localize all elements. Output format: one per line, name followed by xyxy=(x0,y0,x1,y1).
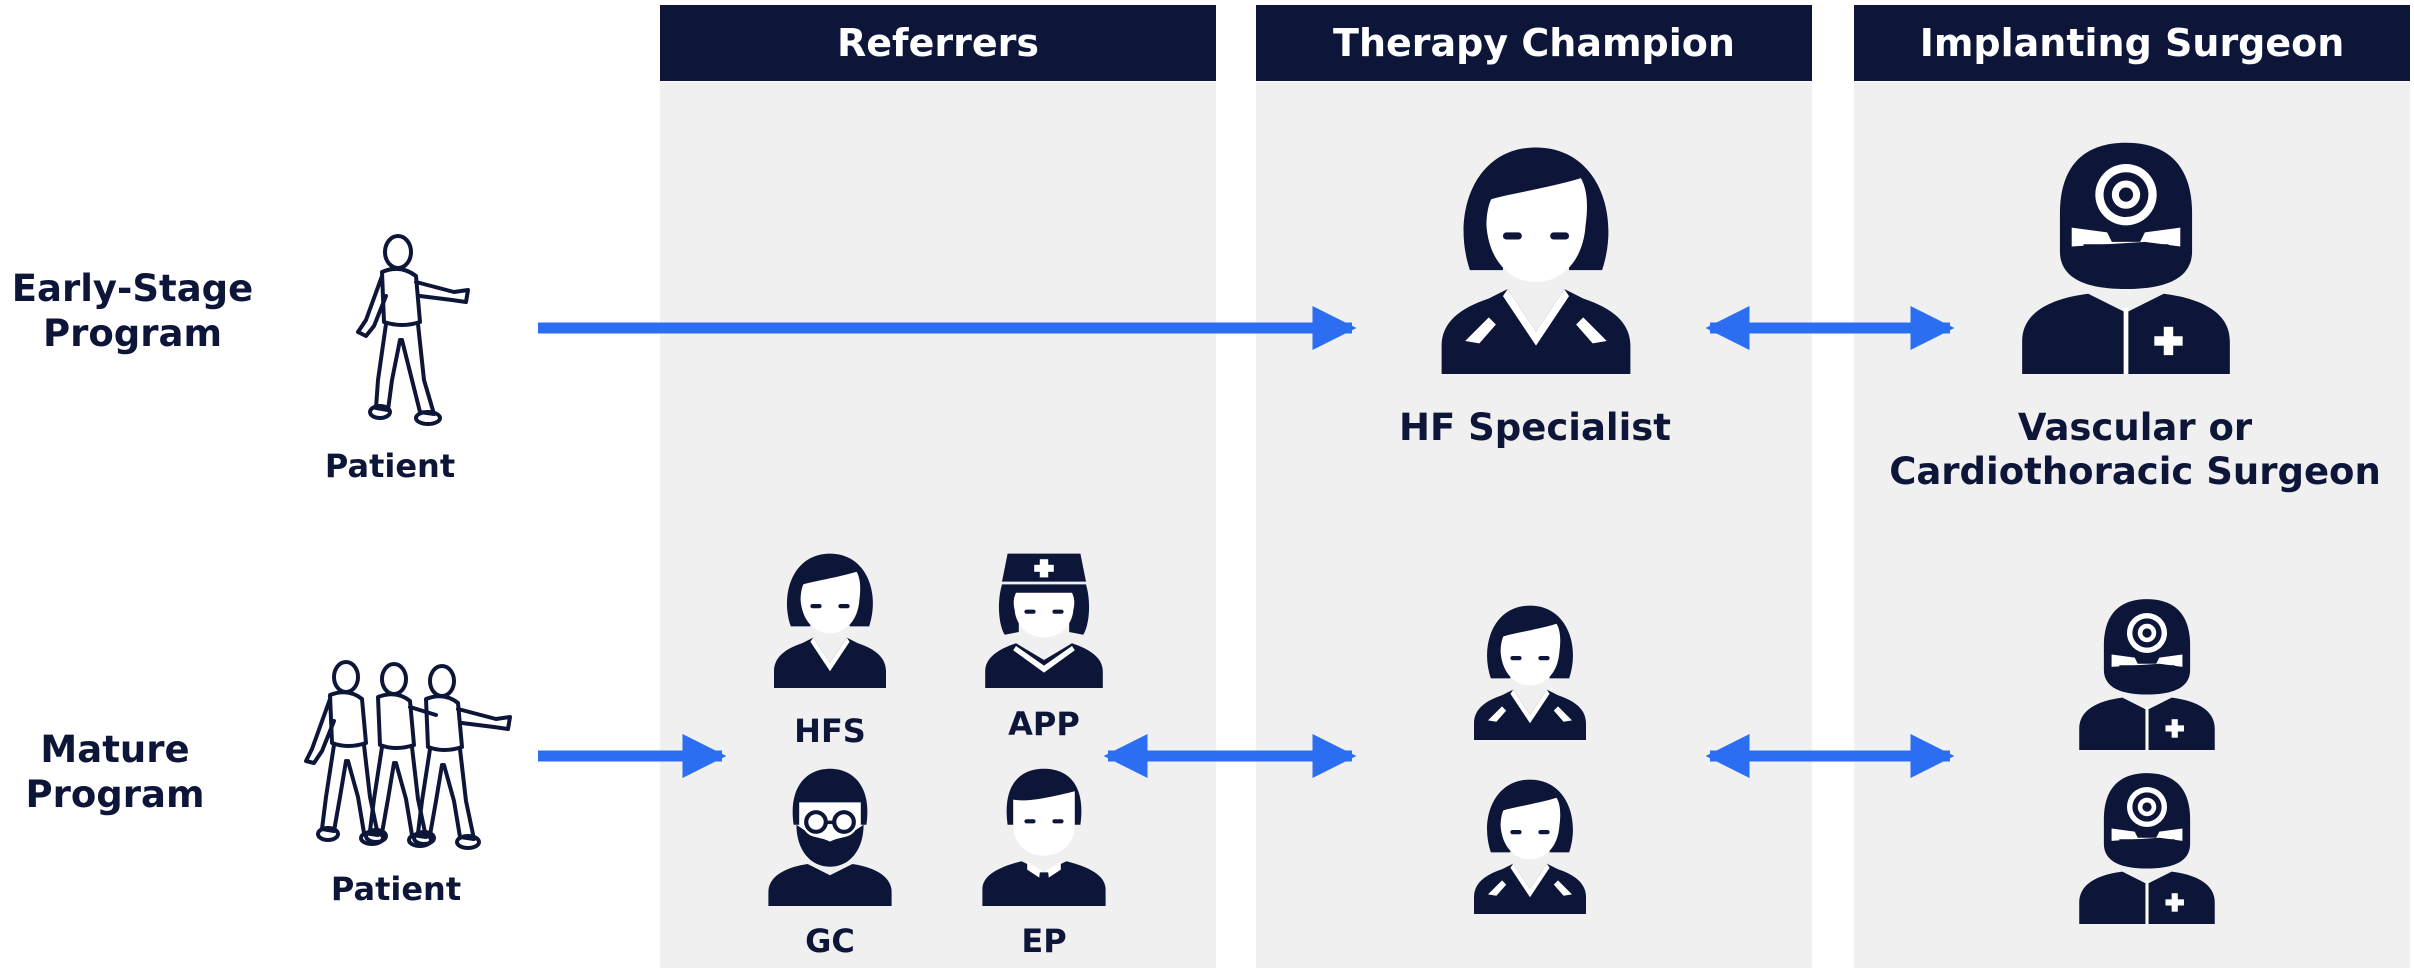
patient-label-early: Patient xyxy=(324,447,456,485)
hf-specialist-label: HF Specialist xyxy=(1398,406,1671,449)
referrers-header: Referrers xyxy=(660,5,1216,81)
female-doctor-icon xyxy=(1474,779,1586,914)
surgeon-icon xyxy=(2079,599,2215,750)
female-doctor-icon xyxy=(1474,605,1586,740)
female-doctor-icon xyxy=(1441,147,1631,374)
app-label: APP xyxy=(1008,705,1080,743)
bearded-doctor-icon xyxy=(768,768,892,906)
therapy-champion-header: Therapy Champion xyxy=(1256,5,1812,81)
patient-group-icon xyxy=(304,660,512,850)
male-doctor-icon xyxy=(982,768,1106,906)
ep-label: EP xyxy=(1021,922,1067,960)
early-stage-program-label: Early-Stage Program xyxy=(11,267,254,355)
surgeon-icon xyxy=(2079,773,2215,924)
nurse-icon xyxy=(985,553,1103,688)
gc-label: GC xyxy=(805,922,855,960)
surgeon-label: Vascular or Cardiothoracic Surgeon xyxy=(1889,406,2381,493)
walking-patient-icon xyxy=(356,234,470,426)
surgeon-icon xyxy=(2022,142,2230,374)
hfs-doctor-icon xyxy=(774,553,886,688)
hfs-label: HFS xyxy=(794,712,866,750)
referrers-column xyxy=(660,82,1216,968)
mature-program-label: Mature Program xyxy=(25,728,205,816)
patient-label-mature: Patient xyxy=(330,870,462,908)
implanting-surgeon-header: Implanting Surgeon xyxy=(1854,5,2410,81)
